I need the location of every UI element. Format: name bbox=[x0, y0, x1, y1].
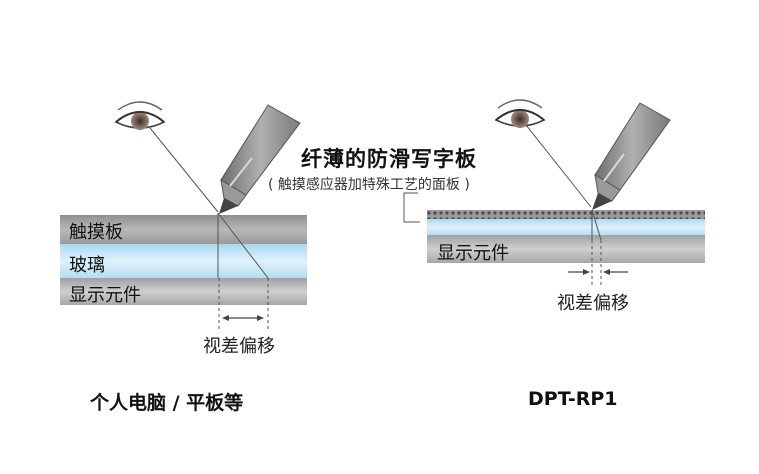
touch-panel-layer bbox=[60, 215, 307, 244]
right-caption: DPT-RP1 bbox=[528, 388, 618, 410]
glass-label: 玻璃 bbox=[69, 255, 105, 276]
sight-line bbox=[149, 127, 219, 213]
sensor-layer bbox=[427, 219, 705, 235]
parallax-arrow bbox=[222, 315, 264, 321]
display-label: 显示元件 bbox=[69, 285, 141, 306]
display-label: 显示元件 bbox=[437, 243, 509, 264]
product-subtitle: ( 触摸感应器加特殊工艺的面板 ) bbox=[268, 177, 470, 193]
perceived-line bbox=[591, 209, 602, 241]
display-layer bbox=[427, 235, 705, 263]
callout-bracket bbox=[403, 192, 420, 223]
parallax-label: 视差偏移 bbox=[557, 293, 629, 314]
sight-line bbox=[525, 124, 592, 208]
display-layer bbox=[60, 278, 307, 305]
glass-layer bbox=[60, 244, 307, 278]
pen-icon bbox=[219, 104, 301, 214]
touch-panel-label: 触摸板 bbox=[69, 222, 123, 243]
parallax-label: 视差偏移 bbox=[203, 336, 275, 357]
product-title: 纤薄的防滑写字板 bbox=[301, 147, 477, 171]
pen-icon bbox=[592, 102, 671, 210]
parallax-arrow bbox=[568, 269, 628, 275]
anti-slip-surface bbox=[427, 210, 705, 219]
eye-icon bbox=[494, 99, 546, 128]
perceived-line bbox=[217, 212, 269, 279]
left-caption: 个人电脑 / 平板等 bbox=[90, 392, 244, 414]
eye-icon bbox=[114, 101, 166, 130]
